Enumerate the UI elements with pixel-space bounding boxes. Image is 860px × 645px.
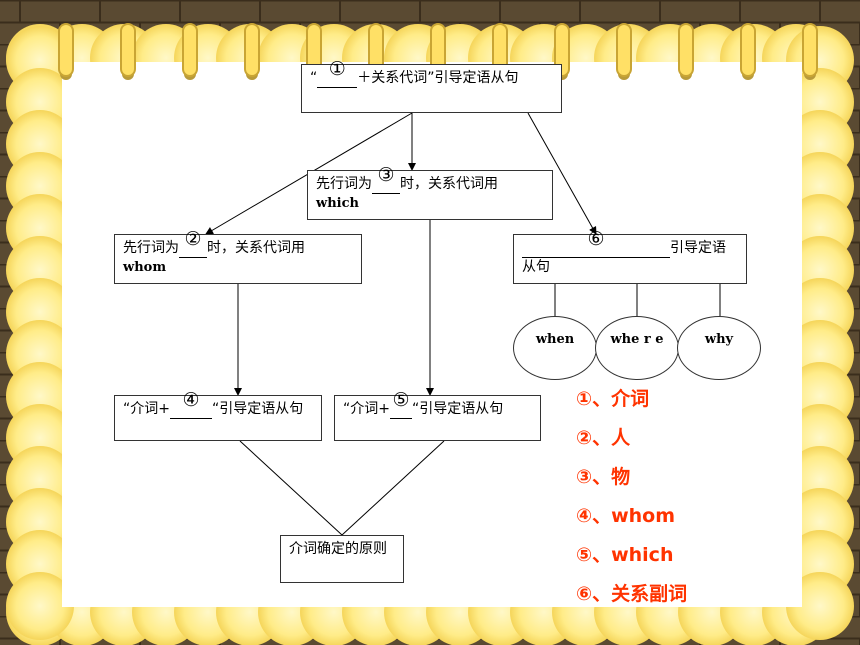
blank-5: ⑤: [389, 390, 412, 419]
ellipse-where: whe r e: [595, 316, 679, 380]
answer-6: ⑥、关系副词: [576, 583, 688, 605]
line-prep-left-to-principle: [239, 440, 343, 536]
node-prep-which: “介词+ ⑤“引导定语从句: [334, 390, 541, 441]
blank-2: ②: [179, 229, 207, 258]
node-top: “ ①＋关系代词”引导定语从句: [301, 59, 562, 113]
node-prep-whom: “介词+ ④“引导定语从句: [114, 390, 322, 441]
paper-sheet: [62, 62, 802, 607]
line-prep-right-to-principle: [341, 440, 445, 536]
ring-icon: [802, 23, 818, 80]
blank-4: ④: [169, 390, 212, 419]
ring-icon: [678, 23, 694, 80]
blank-1: ①: [317, 59, 358, 88]
answer-3: ③、物: [576, 466, 631, 488]
blank-6: ⑥: [522, 229, 670, 258]
ring-icon: [616, 23, 632, 80]
frame-puff: [786, 572, 854, 640]
node-principle: 介词确定的原则: [280, 535, 404, 583]
ring-icon: [182, 23, 198, 80]
ellipse-when: when: [513, 316, 597, 380]
ring-icon: [740, 23, 756, 80]
frame-puff: [6, 572, 74, 640]
ring-icon: [244, 23, 260, 80]
ellipse-why: why: [677, 316, 761, 380]
ring-icon: [120, 23, 136, 80]
answer-1: ①、介词: [576, 388, 650, 410]
blank-3: ③: [372, 165, 400, 194]
arrow-top-to-adverb: [527, 112, 597, 235]
answer-4: ④、whom: [576, 505, 676, 527]
ring-icon: [58, 23, 74, 80]
answer-5: ⑤、which: [576, 544, 674, 566]
answer-2: ②、人: [576, 427, 631, 449]
